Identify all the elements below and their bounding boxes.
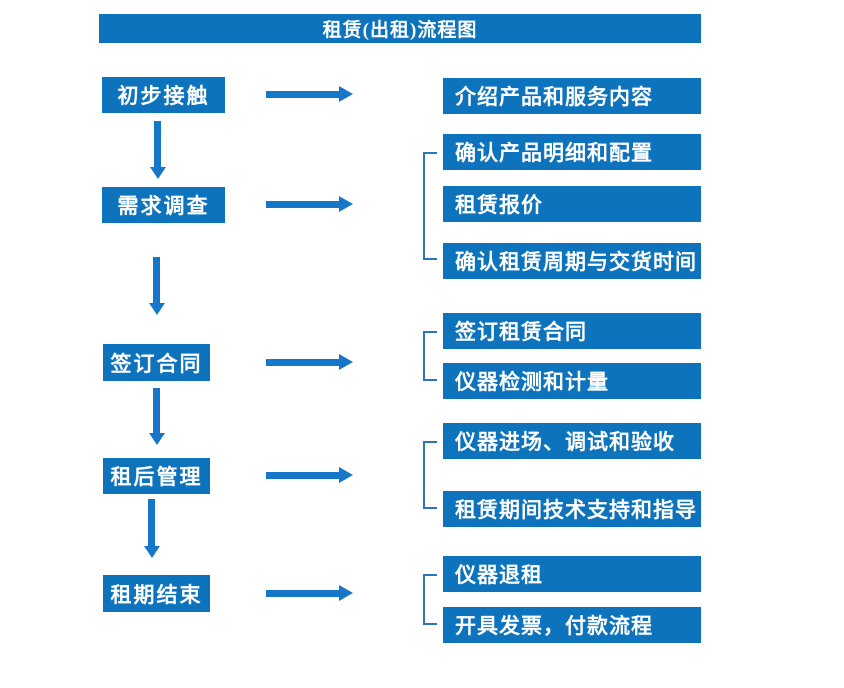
arrow-down-2-icon	[149, 303, 165, 315]
step-box-post-rental-management: 租后管理	[103, 458, 210, 494]
detail-box-invoice-payment: 开具发票，付款流程	[443, 607, 701, 643]
bracket-group-3	[423, 331, 437, 381]
bracket-group-5	[423, 574, 437, 625]
detail-box-instrument-testing: 仪器检测和计量	[443, 363, 701, 399]
detail-box-instrument-setup-acceptance: 仪器进场、调试和验收	[443, 423, 701, 459]
bracket-group-2	[423, 152, 437, 260]
arrow-right-4-shaft	[266, 472, 339, 479]
step-box-initial-contact: 初步接触	[102, 77, 225, 113]
arrow-down-1-shaft	[154, 121, 161, 167]
arrow-down-3-shaft	[153, 388, 160, 433]
detail-box-tech-support: 租赁期间技术支持和指导	[443, 491, 701, 527]
detail-box-intro-products: 介绍产品和服务内容	[443, 78, 701, 114]
detail-box-confirm-product-config: 确认产品明细和配置	[443, 134, 701, 170]
detail-box-rental-quote: 租赁报价	[443, 186, 701, 222]
arrow-right-3-shaft	[266, 359, 339, 366]
arrow-right-2-icon	[339, 196, 353, 212]
arrow-down-2-shaft	[153, 257, 160, 303]
step-box-rental-end: 租期结束	[103, 575, 210, 612]
step-box-sign-contract: 签订合同	[103, 344, 210, 381]
arrow-down-4-shaft	[148, 499, 155, 546]
flowchart-title: 租赁(出租)流程图	[99, 14, 701, 43]
arrow-right-2-shaft	[266, 201, 339, 208]
step-box-needs-survey: 需求调查	[102, 187, 225, 223]
arrow-right-5-icon	[339, 585, 353, 601]
arrow-right-1-icon	[339, 86, 353, 102]
arrow-right-4-icon	[339, 467, 353, 483]
arrow-right-3-icon	[339, 354, 353, 370]
detail-box-sign-rental-contract: 签订租赁合同	[443, 313, 701, 349]
detail-box-confirm-period-delivery: 确认租赁周期与交货时间	[443, 243, 701, 279]
detail-box-instrument-return: 仪器退租	[443, 556, 701, 592]
arrow-right-5-shaft	[266, 590, 339, 597]
arrow-down-4-icon	[144, 546, 160, 558]
arrow-right-1-shaft	[266, 91, 339, 98]
arrow-down-1-icon	[150, 167, 166, 179]
arrow-down-3-icon	[149, 433, 165, 445]
bracket-group-4	[423, 441, 437, 509]
